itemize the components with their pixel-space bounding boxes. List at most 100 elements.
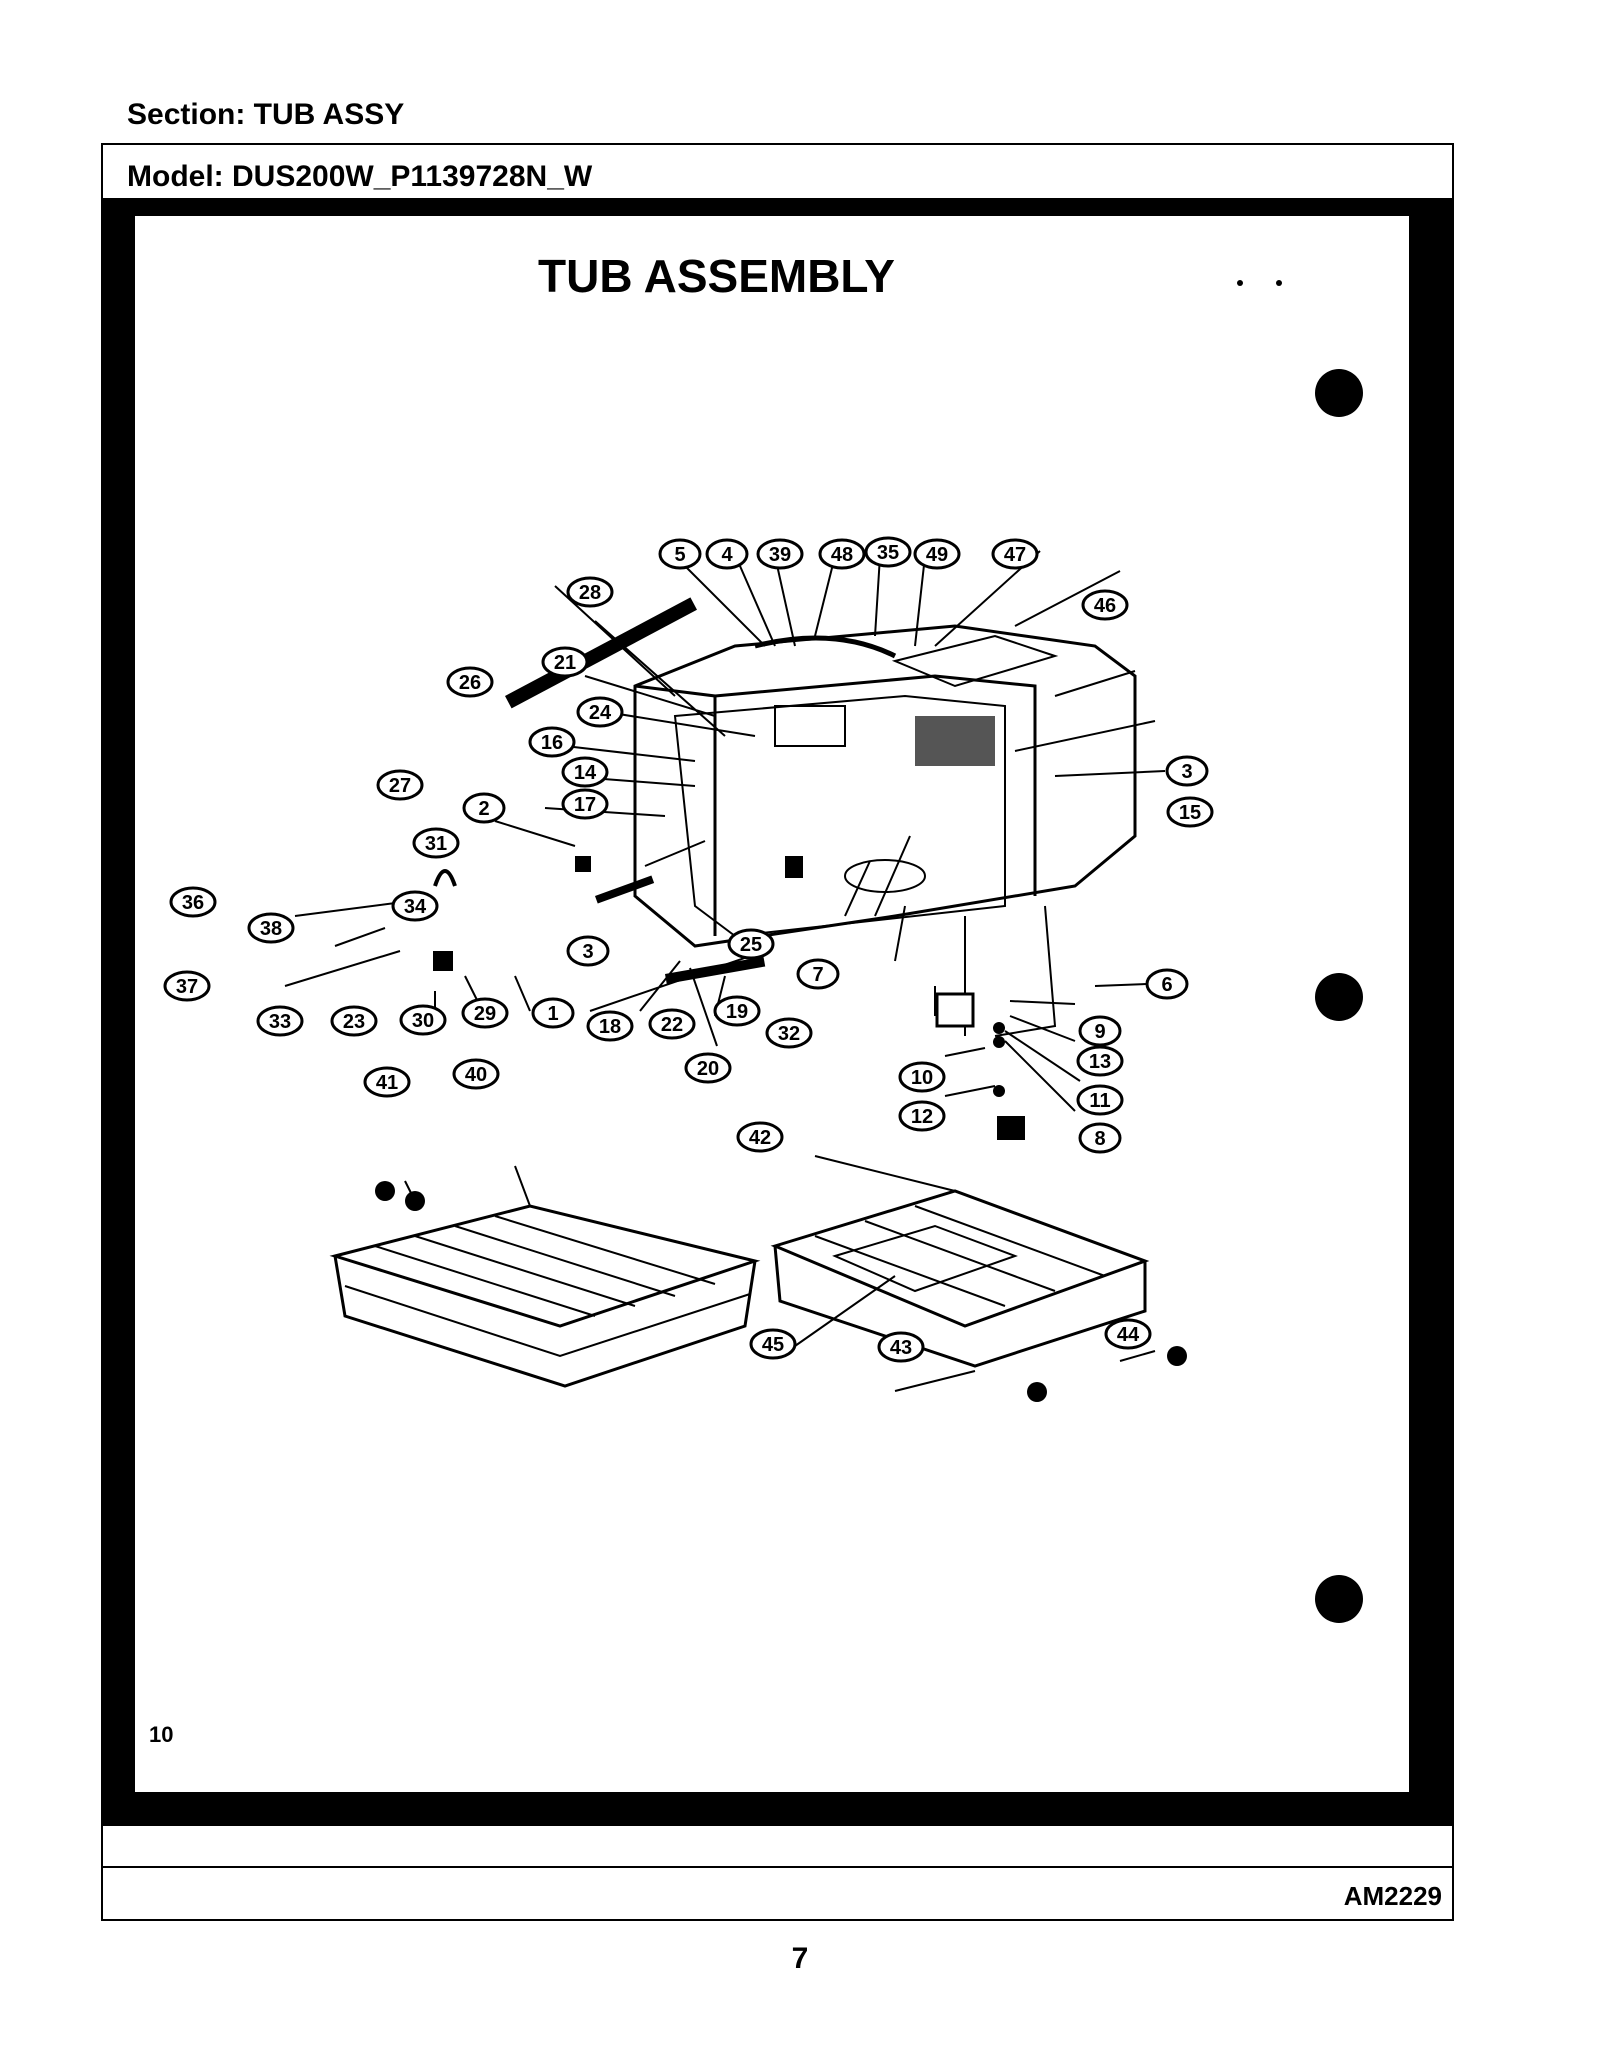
callout: 19 <box>713 995 761 1027</box>
callout: 36 <box>169 886 217 918</box>
svg-text:24: 24 <box>589 702 612 724</box>
svg-text:8: 8 <box>1094 1128 1105 1150</box>
callout: 4 <box>705 538 749 570</box>
diagram-area: TUB ASSEMBLY 10 <box>103 200 1452 1826</box>
callout: 33 <box>256 1005 304 1037</box>
svg-text:36: 36 <box>182 892 204 914</box>
callout: 28 <box>566 576 614 608</box>
svg-text:10: 10 <box>911 1067 933 1089</box>
callout: 3 <box>1165 755 1209 787</box>
callout: 47 <box>991 538 1039 570</box>
svg-text:16: 16 <box>541 732 563 754</box>
lower-rack <box>329 1204 761 1388</box>
svg-text:21: 21 <box>554 652 576 674</box>
model-label: Model: DUS200W_P1139728N_W <box>127 160 593 193</box>
diagram-paper: TUB ASSEMBLY 10 <box>135 216 1409 1792</box>
svg-text:27: 27 <box>389 775 411 797</box>
drawing-code: AM2229 <box>1343 1881 1442 1911</box>
svg-text:2: 2 <box>478 798 489 820</box>
callout: 15 <box>1166 796 1214 828</box>
svg-text:3: 3 <box>582 941 593 963</box>
callout: 48 <box>818 538 866 570</box>
leader-lines <box>284 550 1166 1392</box>
svg-text:18: 18 <box>599 1016 621 1038</box>
callout: 13 <box>1076 1045 1124 1077</box>
svg-text:15: 15 <box>1179 802 1201 824</box>
svg-text:45: 45 <box>762 1334 784 1356</box>
svg-text:29: 29 <box>474 1003 496 1025</box>
callout: 3 <box>566 935 610 967</box>
callouts: 5 4 39 48 35 49 47 46 28 21 26 24 16 14 … <box>163 536 1214 1363</box>
callout: 14 <box>561 756 609 788</box>
svg-text:49: 49 <box>926 544 948 566</box>
callout: 39 <box>756 538 804 570</box>
callout: 10 <box>898 1061 946 1093</box>
svg-text:7: 7 <box>812 964 823 986</box>
svg-text:47: 47 <box>1004 544 1026 566</box>
svg-text:32: 32 <box>778 1023 800 1045</box>
svg-text:25: 25 <box>740 934 762 956</box>
code-row: AM2229 <box>103 1868 1452 1921</box>
callout: 9 <box>1078 1015 1122 1047</box>
callout: 49 <box>913 538 961 570</box>
svg-text:38: 38 <box>260 918 282 940</box>
callout: 6 <box>1145 968 1189 1000</box>
callout: 32 <box>765 1017 813 1049</box>
speck <box>1237 280 1243 286</box>
parts-frame: Model: DUS200W_P1139728N_W TUB ASSEMBLY … <box>101 143 1454 1921</box>
callout: 5 <box>658 538 702 570</box>
callout: 7 <box>796 958 840 990</box>
corner-page-number: 10 <box>149 1722 173 1747</box>
svg-text:23: 23 <box>343 1011 365 1033</box>
punch-hole-bottom <box>1315 1575 1363 1623</box>
callout: 25 <box>727 928 775 960</box>
callout: 27 <box>376 769 424 801</box>
svg-text:30: 30 <box>412 1010 434 1032</box>
callout: 12 <box>898 1100 946 1132</box>
svg-text:42: 42 <box>749 1127 771 1149</box>
callout: 45 <box>749 1328 797 1360</box>
svg-text:33: 33 <box>269 1011 291 1033</box>
callout: 46 <box>1081 589 1129 621</box>
callout: 18 <box>586 1010 634 1042</box>
tub-body <box>633 624 1137 1037</box>
callout: 38 <box>247 912 295 944</box>
svg-text:19: 19 <box>726 1001 748 1023</box>
svg-text:17: 17 <box>574 794 596 816</box>
svg-text:35: 35 <box>877 542 899 564</box>
svg-text:31: 31 <box>425 833 447 855</box>
svg-text:3: 3 <box>1181 761 1192 783</box>
callout: 40 <box>452 1058 500 1090</box>
punch-hole-top <box>1315 369 1363 417</box>
callout: 30 <box>399 1004 447 1036</box>
svg-text:37: 37 <box>176 976 198 998</box>
callout: 41 <box>363 1066 411 1098</box>
exploded-view: TUB ASSEMBLY 10 <box>149 250 1363 1747</box>
svg-text:26: 26 <box>459 672 481 694</box>
callout: 20 <box>684 1052 732 1084</box>
model-row: Model: DUS200W_P1139728N_W <box>103 145 1452 200</box>
callout: 24 <box>576 696 624 728</box>
svg-text:11: 11 <box>1089 1090 1110 1112</box>
punch-hole-middle <box>1315 973 1363 1021</box>
callout: 31 <box>412 827 460 859</box>
svg-text:40: 40 <box>465 1064 487 1086</box>
blank-row <box>103 1826 1452 1868</box>
callout: 44 <box>1104 1318 1152 1350</box>
callout: 8 <box>1078 1122 1122 1154</box>
svg-text:34: 34 <box>404 896 427 918</box>
svg-text:13: 13 <box>1089 1051 1111 1073</box>
callout: 17 <box>561 788 609 820</box>
svg-text:28: 28 <box>579 582 601 604</box>
svg-text:1: 1 <box>547 1003 558 1025</box>
svg-text:20: 20 <box>697 1058 719 1080</box>
callout: 11 <box>1076 1084 1124 1116</box>
speck <box>1276 280 1282 286</box>
small-parts <box>375 597 1187 1402</box>
page-number: 7 <box>791 1942 809 1975</box>
svg-text:9: 9 <box>1094 1021 1105 1043</box>
svg-text:22: 22 <box>661 1014 683 1036</box>
callout: 26 <box>446 666 494 698</box>
svg-text:4: 4 <box>721 544 733 566</box>
callout: 21 <box>541 646 589 678</box>
